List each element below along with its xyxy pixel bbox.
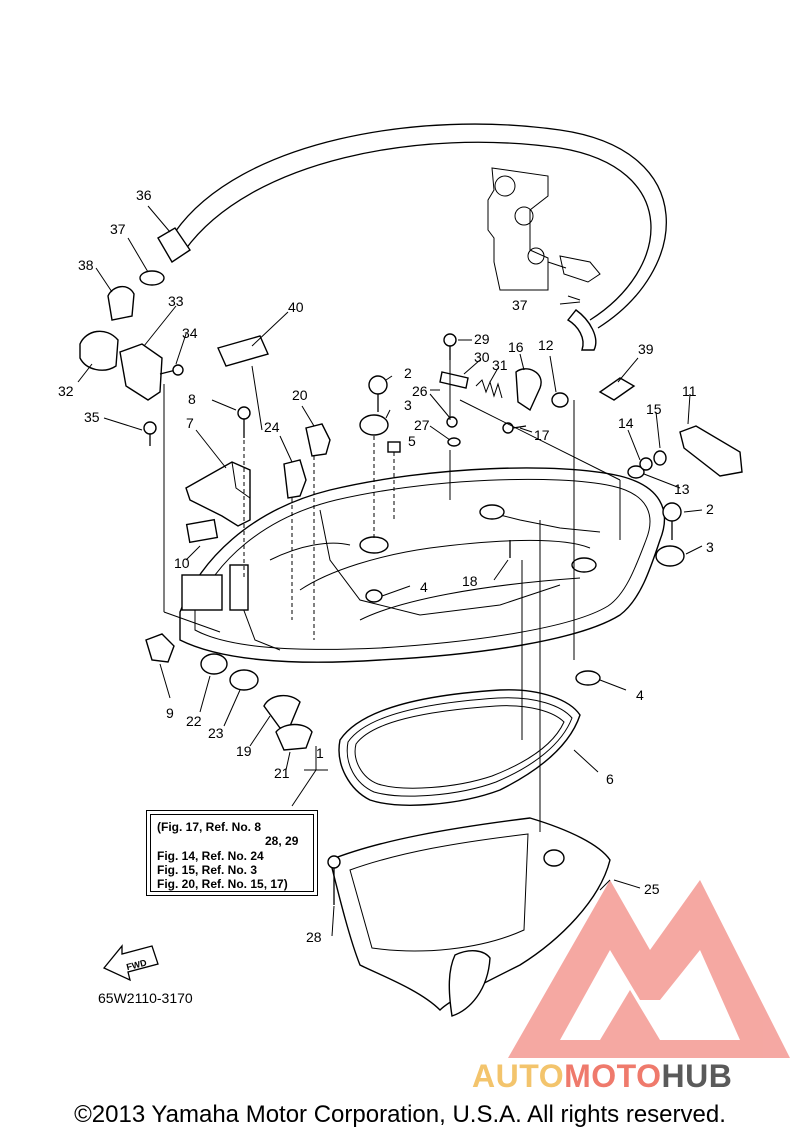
- callout-24: 24: [264, 419, 280, 435]
- callout-11: 11: [682, 383, 697, 399]
- reference-line-5: Fig. 20, Ref. No. 15, 17): [157, 877, 288, 891]
- callout-34: 34: [182, 325, 198, 341]
- leader-lines: [77, 205, 703, 937]
- callout-18: 18: [462, 573, 478, 589]
- reference-line-2: 28, 29: [265, 834, 299, 848]
- callout-33: 33: [168, 293, 184, 309]
- callout-28: 28: [306, 929, 322, 945]
- part-code: 65W2110-3170: [98, 990, 193, 1006]
- watermark-brand: AUTOMOTOHUB: [472, 1058, 732, 1095]
- callout-14: 14: [618, 415, 634, 431]
- callout-27: 27: [414, 417, 430, 433]
- fwd-arrow-icon: FWD: [102, 944, 159, 982]
- callout-31: 31: [492, 357, 508, 373]
- fwd-label: FWD: [125, 957, 148, 972]
- callout-3b: 3: [706, 539, 714, 555]
- copyright-notice: ©2013 Yamaha Motor Corporation, U.S.A. A…: [74, 1101, 726, 1128]
- bottom-cowling: [179, 467, 666, 663]
- callout-6: 6: [606, 771, 614, 787]
- callout-3a: 3: [404, 397, 412, 413]
- brand-hub: HUB: [661, 1058, 733, 1094]
- engine-fragment: [487, 167, 601, 291]
- callout-8: 8: [188, 391, 196, 407]
- fuel-hose: [157, 123, 667, 351]
- callout-36: 36: [136, 187, 152, 203]
- callout-13: 13: [674, 481, 690, 497]
- callout-35: 35: [84, 409, 100, 425]
- reference-line-4: Fig. 15, Ref. No. 3: [157, 863, 258, 877]
- reference-box-inner: [150, 814, 314, 892]
- callout-7: 7: [186, 415, 194, 431]
- left-parts: [79, 270, 331, 751]
- right-parts: [327, 333, 743, 905]
- callout-37a: 37: [110, 221, 126, 237]
- callout-16: 16: [508, 339, 524, 355]
- callout-17: 17: [534, 427, 550, 443]
- callout-4a: 4: [420, 579, 428, 595]
- callout-1: 1: [316, 745, 324, 761]
- callout-12: 12: [538, 337, 554, 353]
- watermark-logo: [508, 880, 790, 1058]
- reference-box: (Fig. 17, Ref. No. 8 28, 29 Fig. 14, Ref…: [146, 810, 318, 896]
- callout-26: 26: [412, 383, 428, 399]
- callout-30: 30: [474, 349, 490, 365]
- callout-15: 15: [646, 401, 662, 417]
- callout-19: 19: [236, 743, 252, 759]
- reference-line-3: Fig. 14, Ref. No. 24: [157, 849, 264, 863]
- callout-32: 32: [58, 383, 74, 399]
- callout-20: 20: [292, 387, 308, 403]
- callout-22: 22: [186, 713, 202, 729]
- seal-ring: [338, 689, 581, 806]
- bottom-cover: [329, 817, 611, 1017]
- callout-10: 10: [174, 555, 190, 571]
- callout-9: 9: [166, 705, 174, 721]
- callout-37b: 37: [512, 297, 528, 313]
- callout-4b: 4: [636, 687, 644, 703]
- brand-moto: MOTO: [564, 1058, 662, 1094]
- callout-29: 29: [474, 331, 490, 347]
- callout-39: 39: [638, 341, 654, 357]
- reference-line-1: (Fig. 17, Ref. No. 8: [157, 820, 262, 834]
- callout-5: 5: [408, 433, 416, 449]
- callout-labels: 1 2 2 3 3 4 4 5 6 7 8 9 10 11 12 13 14 1…: [58, 187, 714, 945]
- callout-38: 38: [78, 257, 94, 273]
- brand-auto: AUTO: [472, 1058, 565, 1094]
- callout-2a: 2: [404, 365, 412, 381]
- callout-25: 25: [644, 881, 660, 897]
- callout-2b: 2: [706, 501, 714, 517]
- callout-23: 23: [208, 725, 224, 741]
- callout-40: 40: [288, 299, 304, 315]
- callout-21: 21: [274, 765, 290, 781]
